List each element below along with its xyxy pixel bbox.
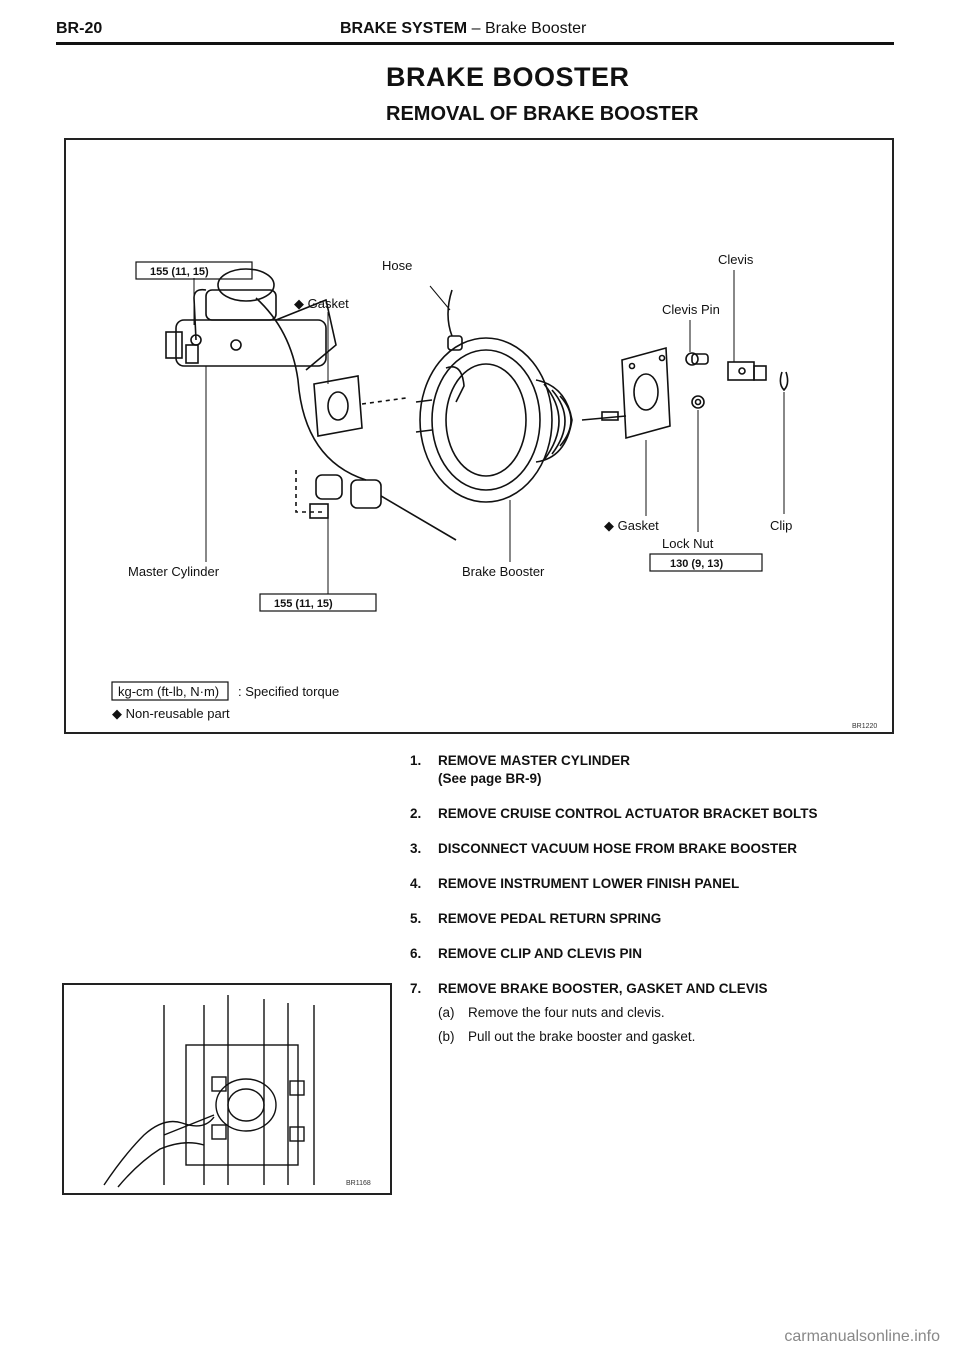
hose-drawing [447,289,463,351]
header-rule [56,42,894,45]
substep-label: (a) [438,1005,455,1020]
label-clip: Clip [770,518,792,533]
legend-torque-box [111,681,229,701]
lock-nut-drawing [691,395,705,409]
step-1: 1. REMOVE MASTER CYLINDER (See page BR-9… [410,752,910,788]
page-title: BRAKE BOOSTER [386,62,630,92]
step-number: 6. [410,946,422,961]
substep-text: Pull out the brake booster and gasket. [468,1029,696,1044]
step-6: 6. REMOVE CLIP AND CLEVIS PIN [410,945,910,963]
step-number: 3. [410,841,422,856]
step-number: 1. [410,753,422,768]
step-number: 7. [410,981,422,996]
page-number: BR-20 [56,20,103,37]
exploded-view-figure: Hose Clevis Clevis Pin ◆ Gasket ◆ Gasket… [64,138,894,734]
step-text: REMOVE BRAKE BOOSTER, GASKET AND CLEVIS [438,981,768,996]
step-number: 2. [410,806,422,821]
leader-lines [193,270,785,594]
label-master-cylinder: Master Cylinder [128,564,220,579]
step-note: (See page BR-9) [438,771,542,786]
removal-illustration: BR1168 [62,983,392,1195]
torque-lock-nut: 130 (9, 13) [670,558,724,570]
gasket-rear-drawing [621,346,671,440]
step-7: 7. REMOVE BRAKE BOOSTER, GASKET AND CLEV… [410,980,910,1046]
label-brake-booster: Brake Booster [462,564,545,579]
step-number: 4. [410,876,422,891]
exploded-view-drawing: Hose Clevis Clevis Pin ◆ Gasket ◆ Gasket… [111,252,877,730]
legend-non-reusable: ◆ Non-reusable part [112,706,230,721]
watermark: carmanualsonline.info [784,1328,940,1345]
legend-torque-units: kg-cm (ft-lb, N·m) [118,684,219,699]
label-gasket-front: ◆ Gasket [294,296,349,311]
step-number: 5. [410,911,422,926]
header-subsection: Brake Booster [484,20,587,37]
torque-bottom: 155 (11, 15) [274,598,333,610]
substep-b: (b) Pull out the brake booster and gaske… [438,1028,768,1046]
substep-label: (b) [438,1029,455,1044]
step-2: 2. REMOVE CRUISE CONTROL ACTUATOR BRACKE… [410,805,910,823]
step-4: 4. REMOVE INSTRUMENT LOWER FINISH PANEL [410,875,910,893]
step-text: REMOVE PEDAL RETURN SPRING [438,911,662,926]
label-gasket-rear: ◆ Gasket [604,518,659,533]
removal-drawing: BR1168 [103,995,371,1188]
substep-text: Remove the four nuts and clevis. [468,1005,665,1020]
figure-code: BR1220 [852,723,877,730]
procedure-steps: 1. REMOVE MASTER CYLINDER (See page BR-9… [410,752,910,1063]
gasket-front-drawing [313,375,363,437]
photo-code: BR1168 [346,1180,371,1187]
torque-box-top-left [135,261,253,280]
step-text: REMOVE MASTER CYLINDER [438,753,631,768]
step-text: REMOVE CRUISE CONTROL ACTUATOR BRACKET B… [438,806,818,821]
torque-box-lock-nut [649,553,763,572]
running-header: BRAKE SYSTEM – Brake Booster [340,20,586,38]
header-section: BRAKE SYSTEM [340,20,468,37]
step-text: REMOVE INSTRUMENT LOWER FINISH PANEL [438,876,740,891]
section-title: REMOVAL OF BRAKE BOOSTER [386,103,699,125]
label-clevis: Clevis [718,252,754,267]
clip-drawing [779,371,789,392]
torque-box-bottom [259,593,377,612]
master-cylinder-drawing [165,268,337,371]
torque-top-left: 155 (11, 15) [150,266,209,278]
clevis-pin-drawing [685,352,709,366]
legend-torque-desc: : Specified torque [238,684,339,699]
step-5: 5. REMOVE PEDAL RETURN SPRING [410,910,910,928]
step-text: DISCONNECT VACUUM HOSE FROM BRAKE BOOSTE… [438,841,798,856]
label-lock-nut: Lock Nut [662,536,714,551]
step-3: 3. DISCONNECT VACUUM HOSE FROM BRAKE BOO… [410,840,910,858]
brake-booster-drawing [415,337,627,503]
header-separator: – [471,20,481,37]
label-clevis-pin: Clevis Pin [662,302,720,317]
substep-a: (a) Remove the four nuts and clevis. [438,1004,768,1022]
sensor-drawing [255,297,457,541]
clevis-drawing [727,361,767,381]
step-text: REMOVE CLIP AND CLEVIS PIN [438,946,643,961]
label-hose: Hose [382,258,412,273]
